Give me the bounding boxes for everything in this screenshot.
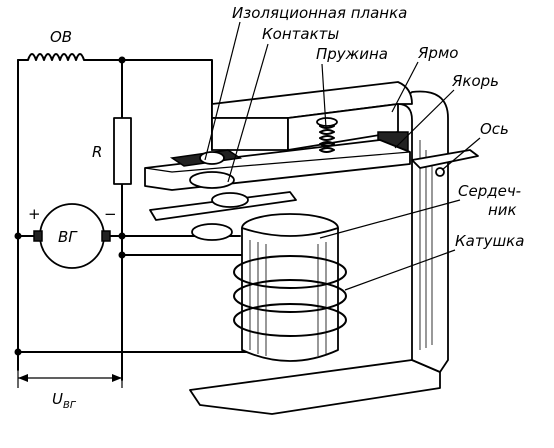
upper-contact (199, 151, 225, 165)
lower-contact (211, 192, 249, 208)
label-voltage: UВГ (52, 390, 77, 411)
label-armature: Якорь (451, 72, 499, 90)
leader-yoke (391, 61, 419, 113)
contact-pair (189, 171, 235, 189)
generator-terminal-minus (101, 230, 111, 242)
circuit (14, 53, 251, 388)
junction-dot (118, 251, 126, 259)
junction-dot (118, 232, 126, 240)
junction-dot (14, 348, 22, 356)
relay (144, 81, 479, 415)
label-core-line1: Сердеч- (458, 182, 521, 200)
coil-winding (233, 279, 347, 313)
label-yoke: Ярмо (417, 44, 458, 62)
label-plus: + (28, 205, 41, 223)
label-voltage-main: U (52, 390, 63, 408)
leader-insulation-bar (204, 21, 241, 161)
bottom-contact-button (191, 223, 233, 241)
label-generator: ВГ (58, 228, 78, 246)
leader-core (319, 199, 461, 239)
label-axis: Ось (480, 120, 509, 138)
labels: Изоляционная планка Контакты Пружина Ярм… (28, 4, 524, 411)
voltage-arrow-head-left (18, 374, 28, 382)
resistor (113, 117, 132, 185)
generator-terminal-plus (33, 230, 43, 242)
wire-to-contacts (121, 59, 213, 151)
coil-body (241, 227, 339, 362)
label-spring: Пружина (316, 45, 388, 63)
junction-dot (118, 56, 126, 64)
voltage-arrow-head-right (112, 374, 122, 382)
yoke-top-front (211, 117, 289, 151)
label-resistor: R (92, 143, 102, 161)
leader-axis (441, 137, 481, 171)
leader-lines (204, 21, 481, 291)
axis-plate (411, 149, 479, 169)
label-voltage-sub: ВГ (63, 400, 77, 411)
spring (319, 123, 335, 153)
yoke-base (189, 359, 441, 415)
junction-dot (14, 232, 22, 240)
label-field-winding: ОВ (50, 28, 72, 46)
leader-coil (344, 249, 456, 291)
leader-spring (321, 63, 327, 129)
leader-armature (394, 89, 455, 149)
label-minus: − (104, 205, 117, 223)
coil-winding (233, 255, 347, 289)
leader-contacts (227, 43, 269, 183)
field-winding-coil (17, 53, 123, 61)
label-core-line2: ник (488, 201, 517, 219)
coil-winding (233, 303, 347, 337)
label-insulation-bar: Изоляционная планка (232, 4, 407, 22)
spring-cap (316, 117, 338, 127)
label-contacts: Контакты (262, 25, 339, 43)
label-coil: Катушка (455, 232, 524, 250)
